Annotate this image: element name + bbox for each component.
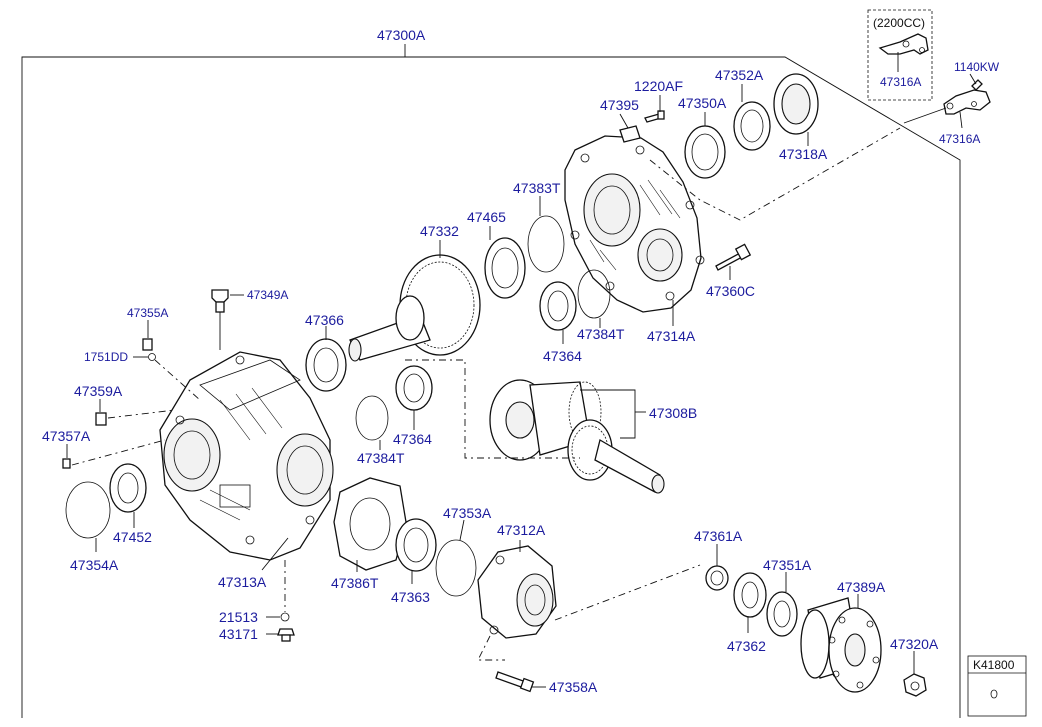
label-47300A[interactable]: 47300A	[377, 27, 426, 43]
label-21513[interactable]: 21513	[219, 609, 258, 625]
assembly-frame	[21, 44, 961, 718]
bearing-47364-mid	[395, 365, 433, 411]
bolt-47360C	[715, 243, 752, 271]
label-47316A-right[interactable]: 47316A	[939, 132, 980, 146]
label-47312A[interactable]: 47312A	[497, 522, 546, 538]
label-47361A[interactable]: 47361A	[694, 528, 743, 544]
label-47362[interactable]: 47362	[727, 638, 766, 654]
label-1751DD[interactable]: 1751DD	[84, 350, 128, 364]
figure-code: K41800	[973, 658, 1015, 672]
label-47308B[interactable]: 47308B	[649, 405, 697, 421]
rear-cover-47314A	[564, 125, 705, 313]
label-47386T[interactable]: 47386T	[331, 575, 379, 591]
snap-ring-47384T-mid	[355, 395, 389, 441]
label-47332[interactable]: 47332	[420, 223, 459, 239]
label-47366[interactable]: 47366	[305, 312, 344, 328]
label-47395[interactable]: 47395	[600, 97, 639, 113]
label-47351A[interactable]: 47351A	[763, 557, 812, 573]
bearing-47363	[395, 518, 437, 572]
bracket-47316A	[903, 73, 991, 129]
label-47363[interactable]: 47363	[391, 589, 430, 605]
washer-21513	[280, 612, 290, 622]
label-47389A[interactable]: 47389A	[837, 579, 886, 595]
label-47357A[interactable]: 47357A	[42, 428, 91, 444]
nut-47320A	[903, 673, 927, 697]
label-47359A[interactable]: 47359A	[74, 383, 123, 399]
bearing-47364-top	[539, 281, 577, 331]
label-1220AF[interactable]: 1220AF	[634, 78, 683, 94]
drive-gear-47332	[348, 254, 481, 362]
variant-note: (2200CC)	[873, 16, 925, 30]
seal-47350A	[684, 125, 726, 179]
bearing-47366	[305, 338, 347, 392]
label-47353A[interactable]: 47353A	[443, 505, 492, 521]
label-47314A[interactable]: 47314A	[647, 328, 696, 344]
plug-43171	[277, 628, 295, 642]
washer-1751DD	[148, 353, 156, 361]
pin-47357A	[62, 458, 71, 469]
label-47316A-variant[interactable]: 47316A	[880, 75, 921, 89]
label-47465[interactable]: 47465	[467, 209, 506, 225]
seal-47352A	[733, 101, 771, 151]
label-43171[interactable]: 43171	[219, 626, 258, 642]
label-47349A[interactable]: 47349A	[247, 288, 288, 302]
seal-47452	[109, 463, 147, 513]
label-47358A[interactable]: 47358A	[549, 679, 598, 695]
figure-code-box	[967, 655, 1027, 717]
label-47452[interactable]: 47452	[113, 529, 152, 545]
housing-47312A	[477, 545, 557, 639]
label-47320A[interactable]: 47320A	[890, 636, 939, 652]
snap-ring-47384T-top	[577, 269, 611, 319]
label-1140KW[interactable]: 1140KW	[954, 60, 1000, 74]
label-47350A[interactable]: 47350A	[678, 95, 727, 111]
plug-47349A	[211, 289, 229, 313]
breather-47355A	[142, 338, 153, 351]
label-47384T-mid[interactable]: 47384T	[357, 450, 405, 466]
bolt-47358A	[495, 671, 535, 693]
gear-set-47308B	[489, 379, 665, 494]
label-47313A[interactable]: 47313A	[218, 574, 267, 590]
cover-47318A	[773, 73, 819, 135]
label-47364-top[interactable]: 47364	[543, 348, 582, 364]
o-ring-47354A	[65, 481, 111, 539]
bearing-47361A	[705, 565, 729, 591]
snap-ring-47383T	[527, 215, 565, 273]
label-47318A[interactable]: 47318A	[779, 146, 828, 162]
label-47355A[interactable]: 47355A	[127, 306, 168, 320]
flange-47389A	[800, 597, 882, 693]
label-47352A[interactable]: 47352A	[715, 67, 764, 83]
bearing-47465	[484, 237, 526, 299]
o-ring-47353A	[435, 539, 477, 597]
case-47313A	[159, 351, 334, 561]
bearing-47362	[733, 572, 767, 618]
label-47364-mid[interactable]: 47364	[393, 431, 432, 447]
gasket-47386T	[333, 477, 407, 571]
variant-box	[867, 9, 933, 101]
label-47354A[interactable]: 47354A	[70, 557, 119, 573]
label-47360C[interactable]: 47360C	[706, 283, 755, 299]
pin-47359A	[95, 412, 107, 426]
bolt-1220AF	[644, 110, 665, 123]
seal-47351A	[766, 591, 798, 637]
label-47383T[interactable]: 47383T	[513, 180, 561, 196]
label-47384T-top[interactable]: 47384T	[577, 326, 625, 342]
